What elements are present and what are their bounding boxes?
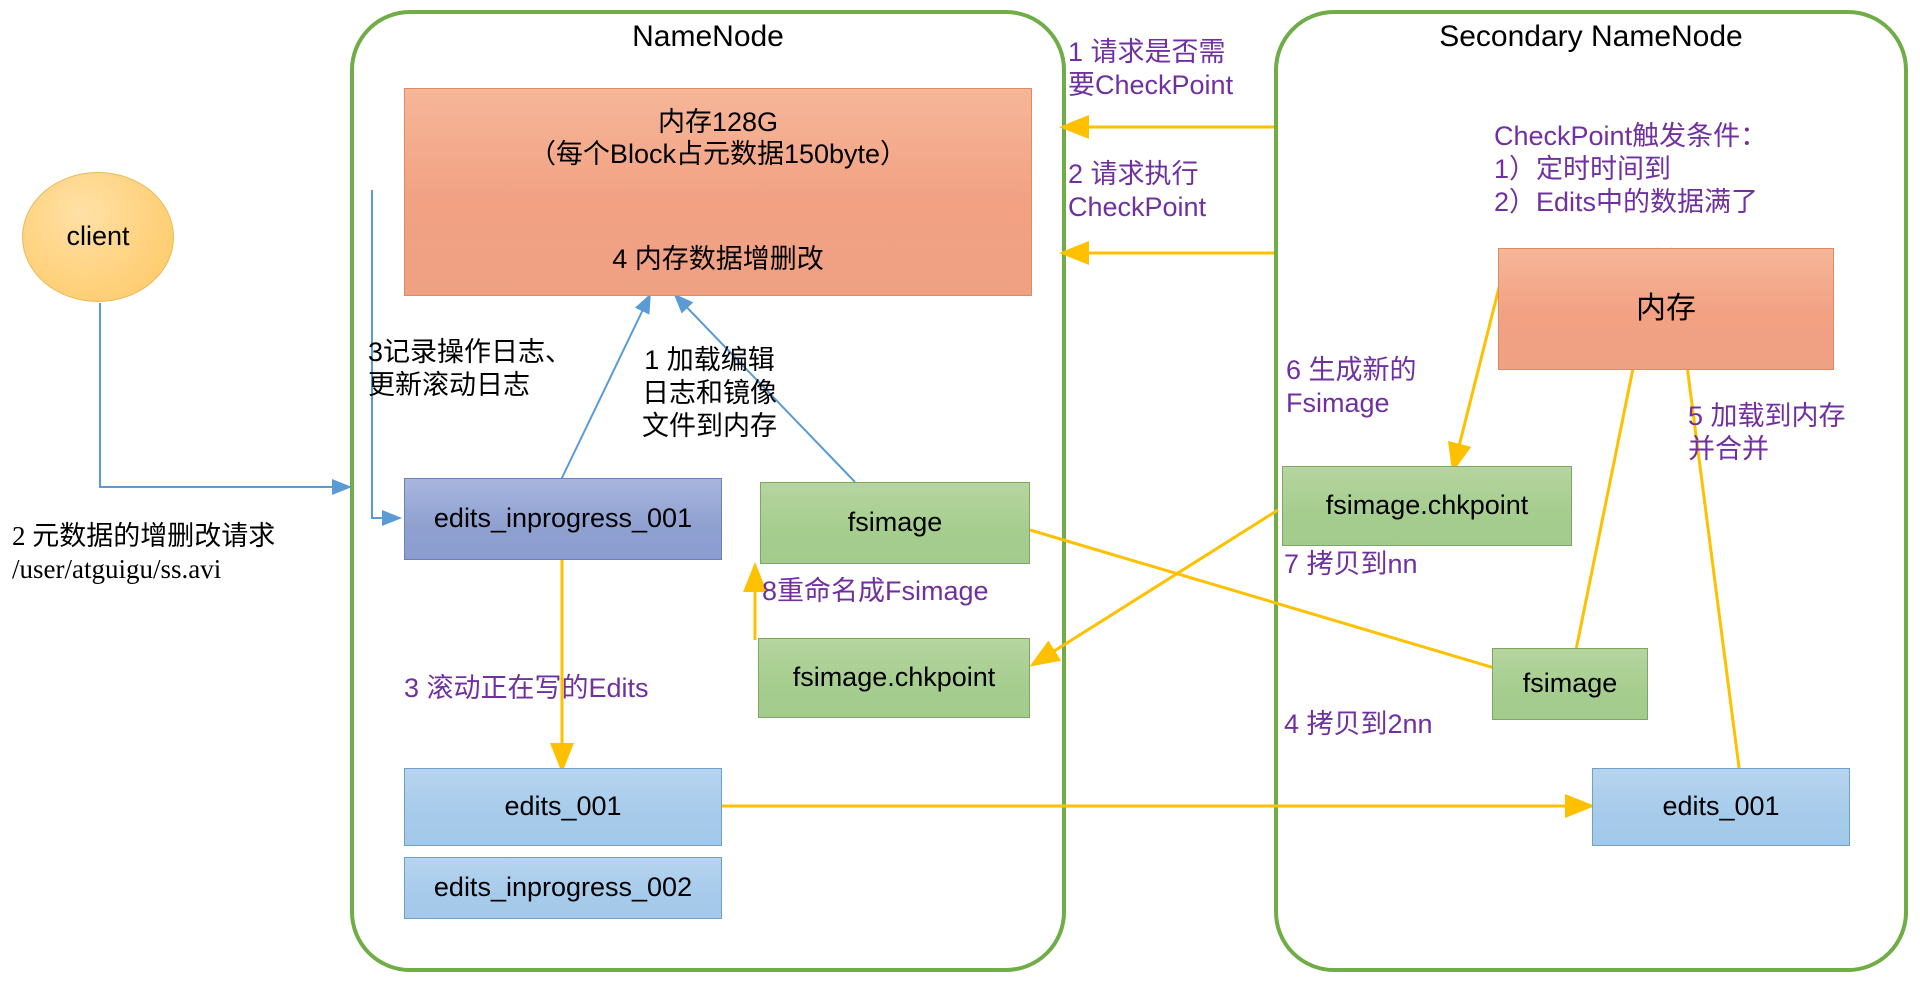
load-and-merge-label: 5 加载到内存 并合并 — [1688, 401, 1846, 464]
secondary-namenode-title: Secondary NameNode — [1439, 20, 1743, 53]
client-request-label: 2 元数据的增删改请求 /user/atguigu/ss.avi — [12, 521, 276, 584]
namenode-memory-step-label: 4 内存数据增删改 — [612, 244, 824, 274]
roll-edits-label: 3 滚动正在写的Edits — [404, 673, 649, 703]
arrow-edits-to-memory — [559, 293, 651, 483]
generate-new-fsimage-label: 6 生成新的 Fsimage — [1286, 355, 1417, 418]
namenode-fsimage-box[interactable]: fsimage — [760, 482, 1030, 564]
secondary-fsimage-chkpoint-box[interactable]: fsimage.chkpoint — [1282, 466, 1572, 546]
arrow-client-to-namenode — [99, 303, 352, 495]
secondary-memory-box[interactable]: 内存 — [1498, 248, 1834, 370]
namenode-fsimage-chkpoint-box[interactable]: fsimage.chkpoint — [758, 638, 1030, 718]
arrow-copy-fsimage-to-2nn — [1029, 528, 1531, 682]
secondary-fsimage-box[interactable]: fsimage — [1492, 648, 1648, 720]
request-checkpoint-label: 1 请求是否需 要CheckPoint — [1068, 37, 1234, 100]
secondary-edits-001-box[interactable]: edits_001 — [1592, 768, 1850, 846]
namenode-memory-box[interactable]: 内存128G （每个Block占元数据150byte） — [404, 88, 1032, 296]
namenode-edits-inprogress-002-box[interactable]: edits_inprogress_002 — [404, 857, 722, 919]
copy-to-2nn-label: 4 拷贝到2nn — [1284, 709, 1433, 739]
arrow-copy-chkpoint-to-nn — [1029, 508, 1279, 667]
client-node[interactable]: client — [22, 172, 174, 302]
execute-checkpoint-label: 2 请求执行 CheckPoint — [1068, 159, 1207, 222]
copy-to-nn-label: 7 拷贝到nn — [1284, 549, 1418, 579]
checkpoint-conditions-label: CheckPoint触发条件： 1）定时时间到 2）Edits中的数据满了 — [1494, 121, 1768, 217]
namenode-edits-inprogress-001-box[interactable]: edits_inprogress_001 — [404, 478, 722, 560]
load-edits-label: 1 加载编辑 日志和镜像 文件到内存 — [642, 345, 777, 441]
namenode-title: NameNode — [632, 20, 784, 53]
record-log-label: 3记录操作日志、 更新滚动日志 — [368, 337, 573, 400]
namenode-edits-001-box[interactable]: edits_001 — [404, 768, 722, 846]
rename-fsimage-label: 8重命名成Fsimage — [762, 576, 989, 606]
